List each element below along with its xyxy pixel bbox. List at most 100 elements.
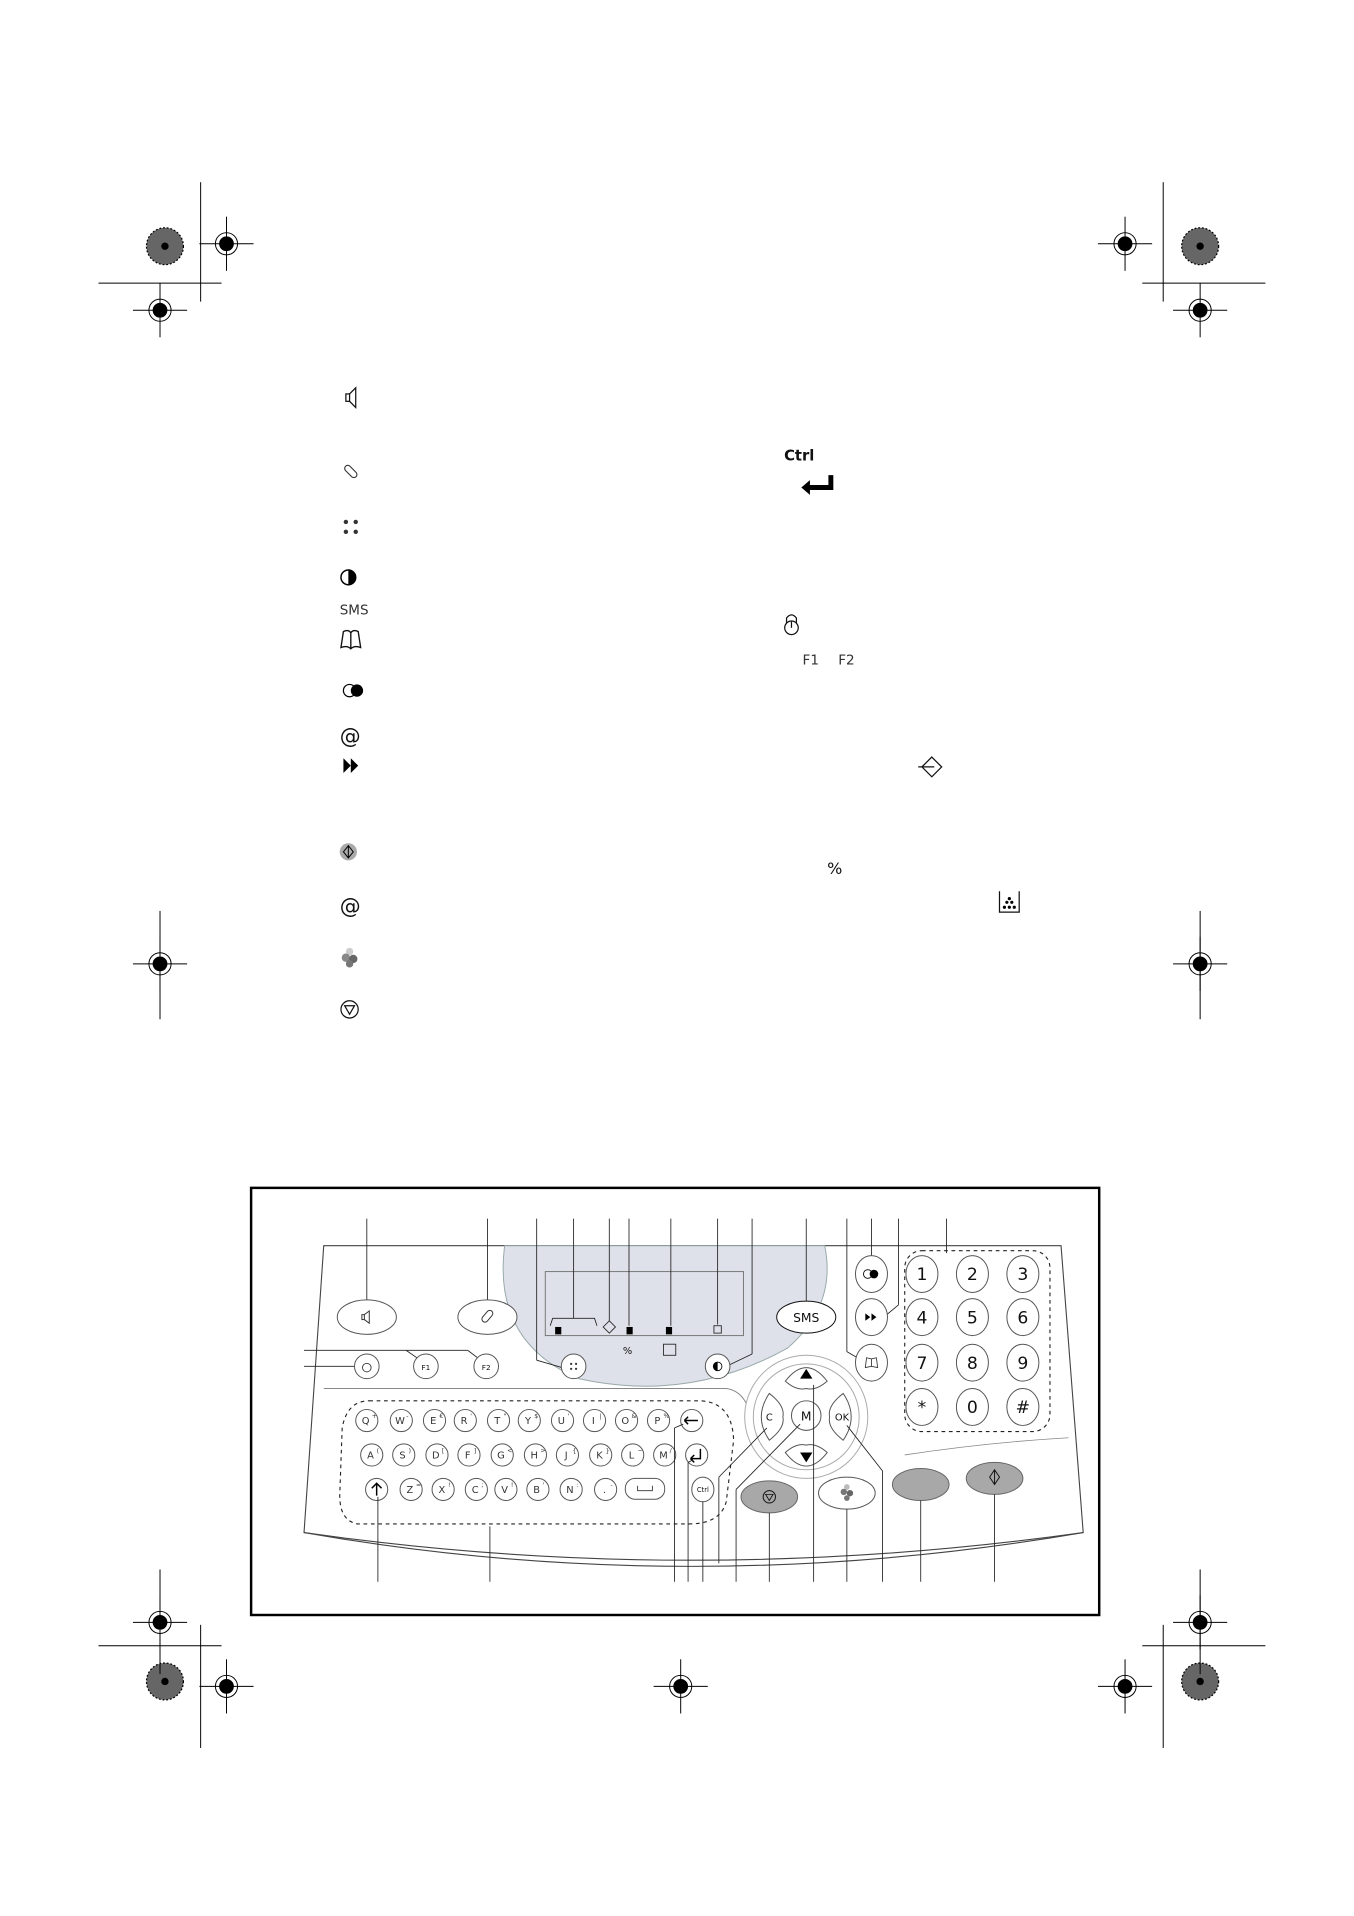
ok-label: OK (835, 1413, 850, 1424)
keyboard-key[interactable]: P% (646, 1408, 671, 1433)
keypad-key-label: 6 (1017, 1308, 1028, 1328)
key-alt-label: ! (448, 1482, 450, 1489)
keypad-key-5[interactable]: 5 (955, 1298, 989, 1337)
keyboard-key[interactable]: A( (360, 1443, 384, 1467)
keyboard-key[interactable]: G< (490, 1443, 514, 1467)
ctrl-key[interactable]: Ctrl (691, 1476, 715, 1503)
ok-button[interactable]: OK (828, 1392, 852, 1441)
resolution-dots-button[interactable] (560, 1353, 587, 1380)
start-button[interactable] (965, 1461, 1024, 1495)
keyboard-key[interactable]: R' (453, 1408, 477, 1433)
keyboard-key[interactable]: Y$ (517, 1408, 541, 1433)
multi-send-button[interactable] (854, 1255, 888, 1293)
resolution-button[interactable] (457, 1299, 518, 1335)
fast-forward-button[interactable] (854, 1298, 888, 1337)
keyboard-key[interactable]: W- (389, 1408, 413, 1433)
f1-key-icon: F1 (803, 653, 819, 669)
keyboard-key[interactable]: X! (431, 1477, 455, 1502)
lock-button[interactable] (354, 1353, 380, 1380)
key-label: Z (407, 1485, 414, 1496)
keypad-key-#[interactable]: # (1006, 1388, 1040, 1426)
down-arrow-button[interactable] (784, 1444, 828, 1467)
keypad-key-label: 9 (1017, 1354, 1028, 1374)
contrast-button[interactable] (704, 1353, 731, 1380)
svg-text:%: % (623, 1346, 632, 1357)
keyboard-key[interactable]: .- (594, 1477, 618, 1502)
keyboard-key[interactable]: U' (550, 1408, 575, 1433)
keypad-key-8[interactable]: 8 (955, 1343, 989, 1382)
lock-icon (784, 614, 799, 636)
paperclip-icon (344, 464, 358, 479)
keyboard-area (339, 1400, 735, 1525)
key-alt-label: < (507, 1448, 512, 1455)
keypad-key-0[interactable]: 0 (955, 1388, 989, 1426)
keypad-key-label: 0 (967, 1398, 978, 1418)
key-label: I (592, 1416, 595, 1427)
speaker-icon (345, 386, 357, 409)
f2-button[interactable]: F2 (473, 1353, 500, 1380)
keypad-key-*[interactable]: * (905, 1388, 939, 1426)
keypad-key-1[interactable]: 1 (905, 1255, 939, 1293)
keyboard-key[interactable]: J{ (555, 1443, 580, 1467)
keyboard-key[interactable]: C; (464, 1477, 488, 1502)
space-key[interactable] (624, 1477, 666, 1500)
keypad-key-4[interactable]: 4 (905, 1298, 939, 1337)
sms-button-label: SMS (793, 1311, 819, 1325)
ctrl-key-icon: Ctrl (784, 447, 814, 464)
keypad-key-6[interactable]: 6 (1006, 1298, 1040, 1337)
f1-button[interactable]: F1 (413, 1353, 439, 1380)
key-alt-label: } (606, 1448, 610, 1455)
key-alt-label: ' (470, 1413, 472, 1420)
shift-key[interactable] (365, 1477, 389, 1502)
keyboard-key[interactable]: K} (589, 1443, 613, 1467)
speaker-button[interactable] (336, 1299, 397, 1335)
keypad-key-label: * (918, 1398, 927, 1418)
keyboard-key[interactable]: S) (392, 1443, 416, 1467)
stop-button[interactable] (740, 1480, 799, 1514)
key-label: H (531, 1451, 538, 1462)
key-label: A (367, 1451, 374, 1462)
enter-key[interactable] (685, 1443, 709, 1467)
keyboard-key[interactable]: B' (526, 1477, 550, 1502)
sms-button[interactable]: SMS (776, 1300, 837, 1334)
backspace-key[interactable] (680, 1408, 704, 1433)
keyboard-key[interactable]: L~ (621, 1443, 645, 1467)
paper-jam-icon: % (827, 859, 842, 878)
keyboard-key[interactable]: H> (523, 1443, 548, 1467)
keypad-key-2[interactable]: 2 (955, 1255, 989, 1293)
keyboard-key[interactable]: E€ (422, 1408, 447, 1433)
up-arrow-button[interactable] (784, 1367, 828, 1390)
keyboard-key[interactable]: V! (494, 1477, 518, 1502)
key-alt-label: ' (567, 1413, 569, 1420)
key-alt-label: / (670, 1448, 673, 1455)
keypad-key-7[interactable]: 7 (905, 1343, 939, 1382)
enter-icon (801, 475, 834, 495)
keypad-key-3[interactable]: 3 (1006, 1255, 1040, 1293)
keyboard-key[interactable]: Z= (399, 1477, 423, 1502)
keypad-key-label: # (1016, 1398, 1030, 1418)
keyboard-key[interactable]: O& (614, 1408, 639, 1433)
keypad-key-label: 4 (916, 1308, 927, 1328)
resolution-dots-icon (343, 519, 358, 535)
keypad-key-9[interactable]: 9 (1006, 1343, 1040, 1382)
multi-send-icon (342, 683, 364, 698)
keyboard-key[interactable]: Q+ (355, 1408, 379, 1433)
color-copy-button[interactable] (818, 1476, 876, 1510)
keyboard-key[interactable]: D[ (425, 1443, 449, 1467)
keyboard-key[interactable]: M/ (653, 1443, 677, 1467)
copy-button[interactable] (891, 1468, 950, 1502)
phonebook-button[interactable] (854, 1343, 888, 1382)
keyboard-key[interactable]: N: (559, 1477, 583, 1502)
keypad-key-label: 5 (967, 1308, 978, 1328)
keyboard-key[interactable]: T" (486, 1408, 511, 1433)
key-alt-label: ' (543, 1482, 545, 1489)
key-alt-label: : (576, 1482, 578, 1489)
key-label: G (497, 1451, 505, 1462)
key-label: K (596, 1451, 603, 1462)
menu-button[interactable]: M (790, 1400, 822, 1431)
keyboard-key[interactable]: I| (582, 1408, 607, 1433)
key-alt-label: | (599, 1413, 601, 1420)
keyboard-key[interactable]: F] (457, 1443, 481, 1467)
start-icon (339, 843, 357, 861)
